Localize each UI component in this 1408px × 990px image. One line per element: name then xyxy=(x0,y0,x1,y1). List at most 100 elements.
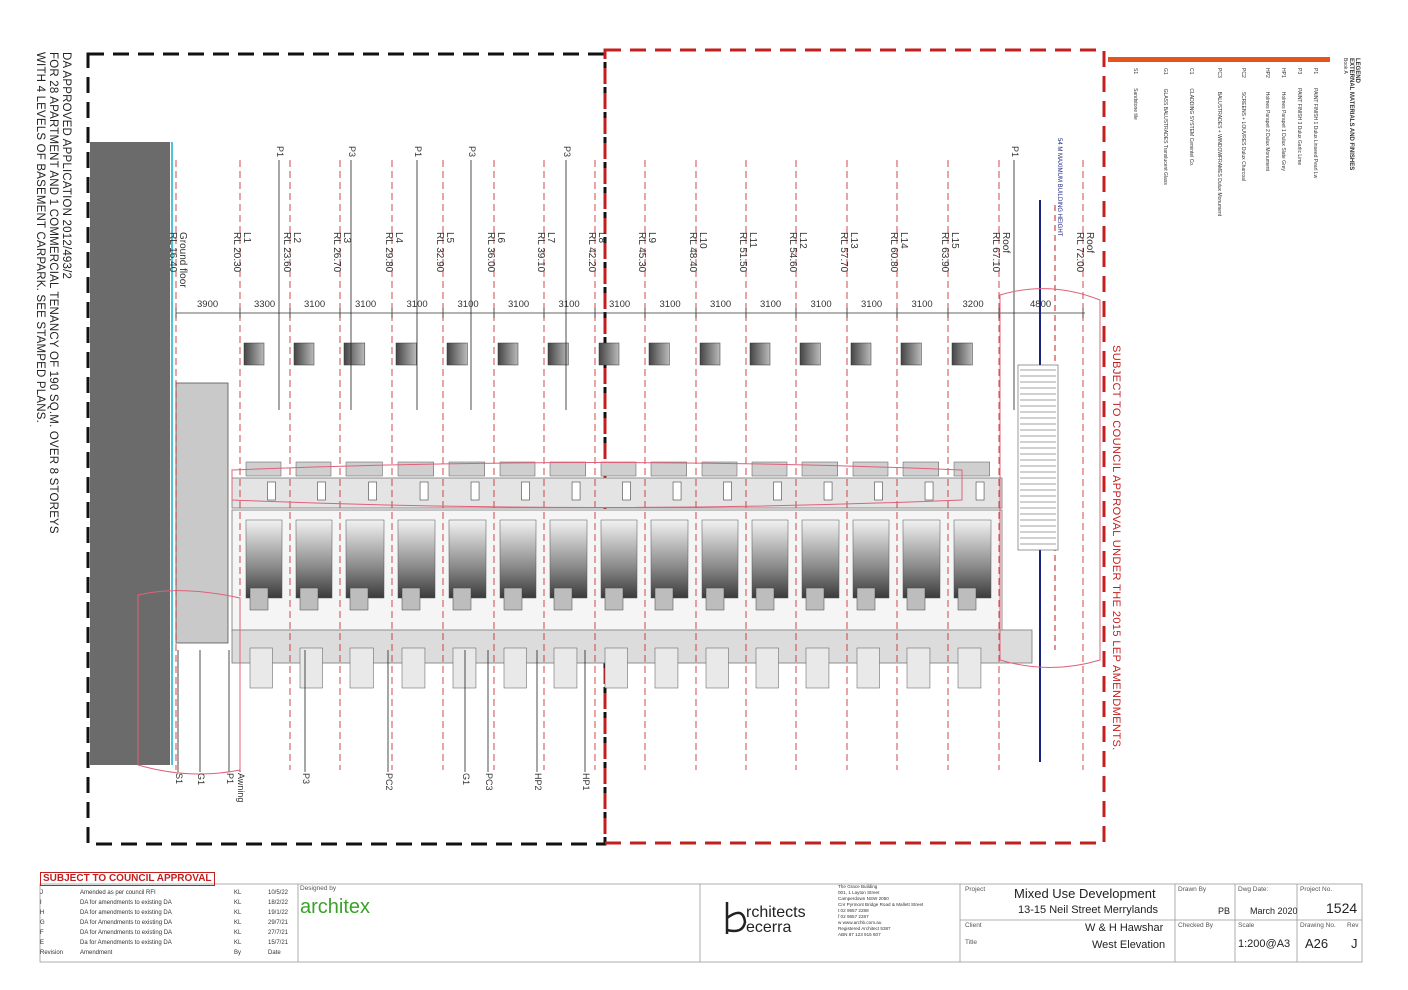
parapet-post xyxy=(672,481,682,501)
parapet-post xyxy=(975,481,985,501)
lower-window xyxy=(755,647,779,689)
parapet-post xyxy=(622,481,631,501)
material-tag: P3 xyxy=(347,146,357,158)
balcony-window xyxy=(299,587,319,611)
sunshade xyxy=(701,461,738,477)
level-name: L1 xyxy=(241,232,252,244)
material-tag: P3 xyxy=(467,146,477,158)
material-tag: HP1 xyxy=(581,773,591,791)
drawing-no: A26 xyxy=(1305,936,1329,951)
amendment-desc: DA for amendments to existing DA xyxy=(80,910,172,916)
revision-cloud-left xyxy=(137,590,241,775)
lower-window xyxy=(299,647,323,689)
sunshade xyxy=(345,461,383,477)
legend-code: PC2 xyxy=(1240,68,1246,78)
sunshade xyxy=(751,461,788,477)
balcony-recess xyxy=(549,519,588,599)
level-rl: RL 26.70 xyxy=(331,232,342,273)
project-name: Mixed Use Development xyxy=(1014,886,1156,901)
designer-logo: architex xyxy=(300,896,371,918)
sunshade xyxy=(852,461,889,477)
amendment-rev: I xyxy=(40,900,42,906)
level-rl: RL 20.30 xyxy=(231,232,242,273)
podium-block xyxy=(175,382,229,644)
level-rl: RL 72.00 xyxy=(1074,232,1085,273)
dimension-value: 3100 xyxy=(558,299,580,310)
amendment-by: KL xyxy=(234,890,242,896)
balcony-recess xyxy=(397,519,436,599)
dimension-value: 3100 xyxy=(355,299,377,310)
project-address: 13-15 Neil Street Merrylands xyxy=(1018,904,1159,916)
parapet-post xyxy=(317,481,326,501)
material-tag: S1 xyxy=(174,773,184,785)
material-tag: P1 xyxy=(275,146,285,158)
firm-address-line: f 02 9557 2287 xyxy=(838,914,869,919)
amendment-date: 29/7/21 xyxy=(268,920,289,926)
sunshade xyxy=(499,461,536,477)
level-name: L13 xyxy=(848,232,859,249)
lower-window xyxy=(349,647,374,689)
dimension-value: 3200 xyxy=(962,299,984,310)
level-name: L5 xyxy=(444,232,455,244)
material-tag: PC3 xyxy=(484,773,494,791)
amendment-desc: DA for Amendments to existing DA xyxy=(80,930,173,936)
balcony-window xyxy=(856,587,876,611)
parapet-post xyxy=(267,481,276,501)
legend-item: P1PAINT FINISH 1 Dulux Linseed Pearl Lw xyxy=(1312,68,1318,178)
balcony-window xyxy=(604,587,624,611)
amendment-rev: J xyxy=(40,890,43,896)
legend-text: PAINT FINISH 3 Dulux Garlic Lime xyxy=(1296,88,1302,166)
level-rl: RL 45.30 xyxy=(636,232,647,273)
sunshade xyxy=(448,461,485,477)
parapet-post xyxy=(773,481,782,501)
amendment-date: 18/2/22 xyxy=(268,900,289,906)
parapet-post xyxy=(470,481,480,501)
amendment-by: KL xyxy=(234,920,242,926)
parapet-post xyxy=(924,481,934,501)
lower-window xyxy=(705,647,729,689)
material-tag: Awning xyxy=(236,773,246,803)
level-name: L6 xyxy=(495,232,506,244)
balcony-recess xyxy=(953,519,992,599)
legend-item: HP2Holmes Parapet 2 Dulux Monument xyxy=(1264,68,1270,171)
dimension-value: 3100 xyxy=(609,299,631,310)
roof-louvres xyxy=(1017,364,1059,551)
window-module xyxy=(547,342,569,366)
legend-code: P3 xyxy=(1296,68,1302,75)
legend-code: S1 xyxy=(1132,68,1138,75)
parapet-post xyxy=(874,481,883,501)
revision-cloud-upper xyxy=(231,462,963,508)
level-name: Roof xyxy=(1084,232,1095,254)
drawn-by-label: Drawn By xyxy=(1178,886,1207,893)
level-name: L2 xyxy=(291,232,302,244)
subject-to-approval-note: SUBJECT TO COUNCIL APPROVAL UNDER THE 20… xyxy=(1110,345,1122,751)
dimension-value: 3100 xyxy=(760,299,782,310)
window-module xyxy=(749,342,771,366)
parapet-post xyxy=(571,481,581,501)
scale-label: Scale xyxy=(1238,922,1255,929)
legend-code: HP1 xyxy=(1280,68,1286,78)
sunshade xyxy=(295,461,332,477)
designed-by-label: Designed by xyxy=(300,885,337,892)
amendment-rev: Revision xyxy=(40,950,64,956)
lower-window xyxy=(249,647,273,689)
amendment-date: 27/7/21 xyxy=(268,930,289,936)
balcony-window xyxy=(553,587,573,611)
parapet-post xyxy=(521,481,530,501)
amendment-date: Date xyxy=(268,950,281,956)
amendment-date: 15/7/21 xyxy=(268,940,289,946)
balcony-window xyxy=(957,587,977,611)
balcony-recess xyxy=(650,519,689,599)
sunshade xyxy=(600,461,637,477)
